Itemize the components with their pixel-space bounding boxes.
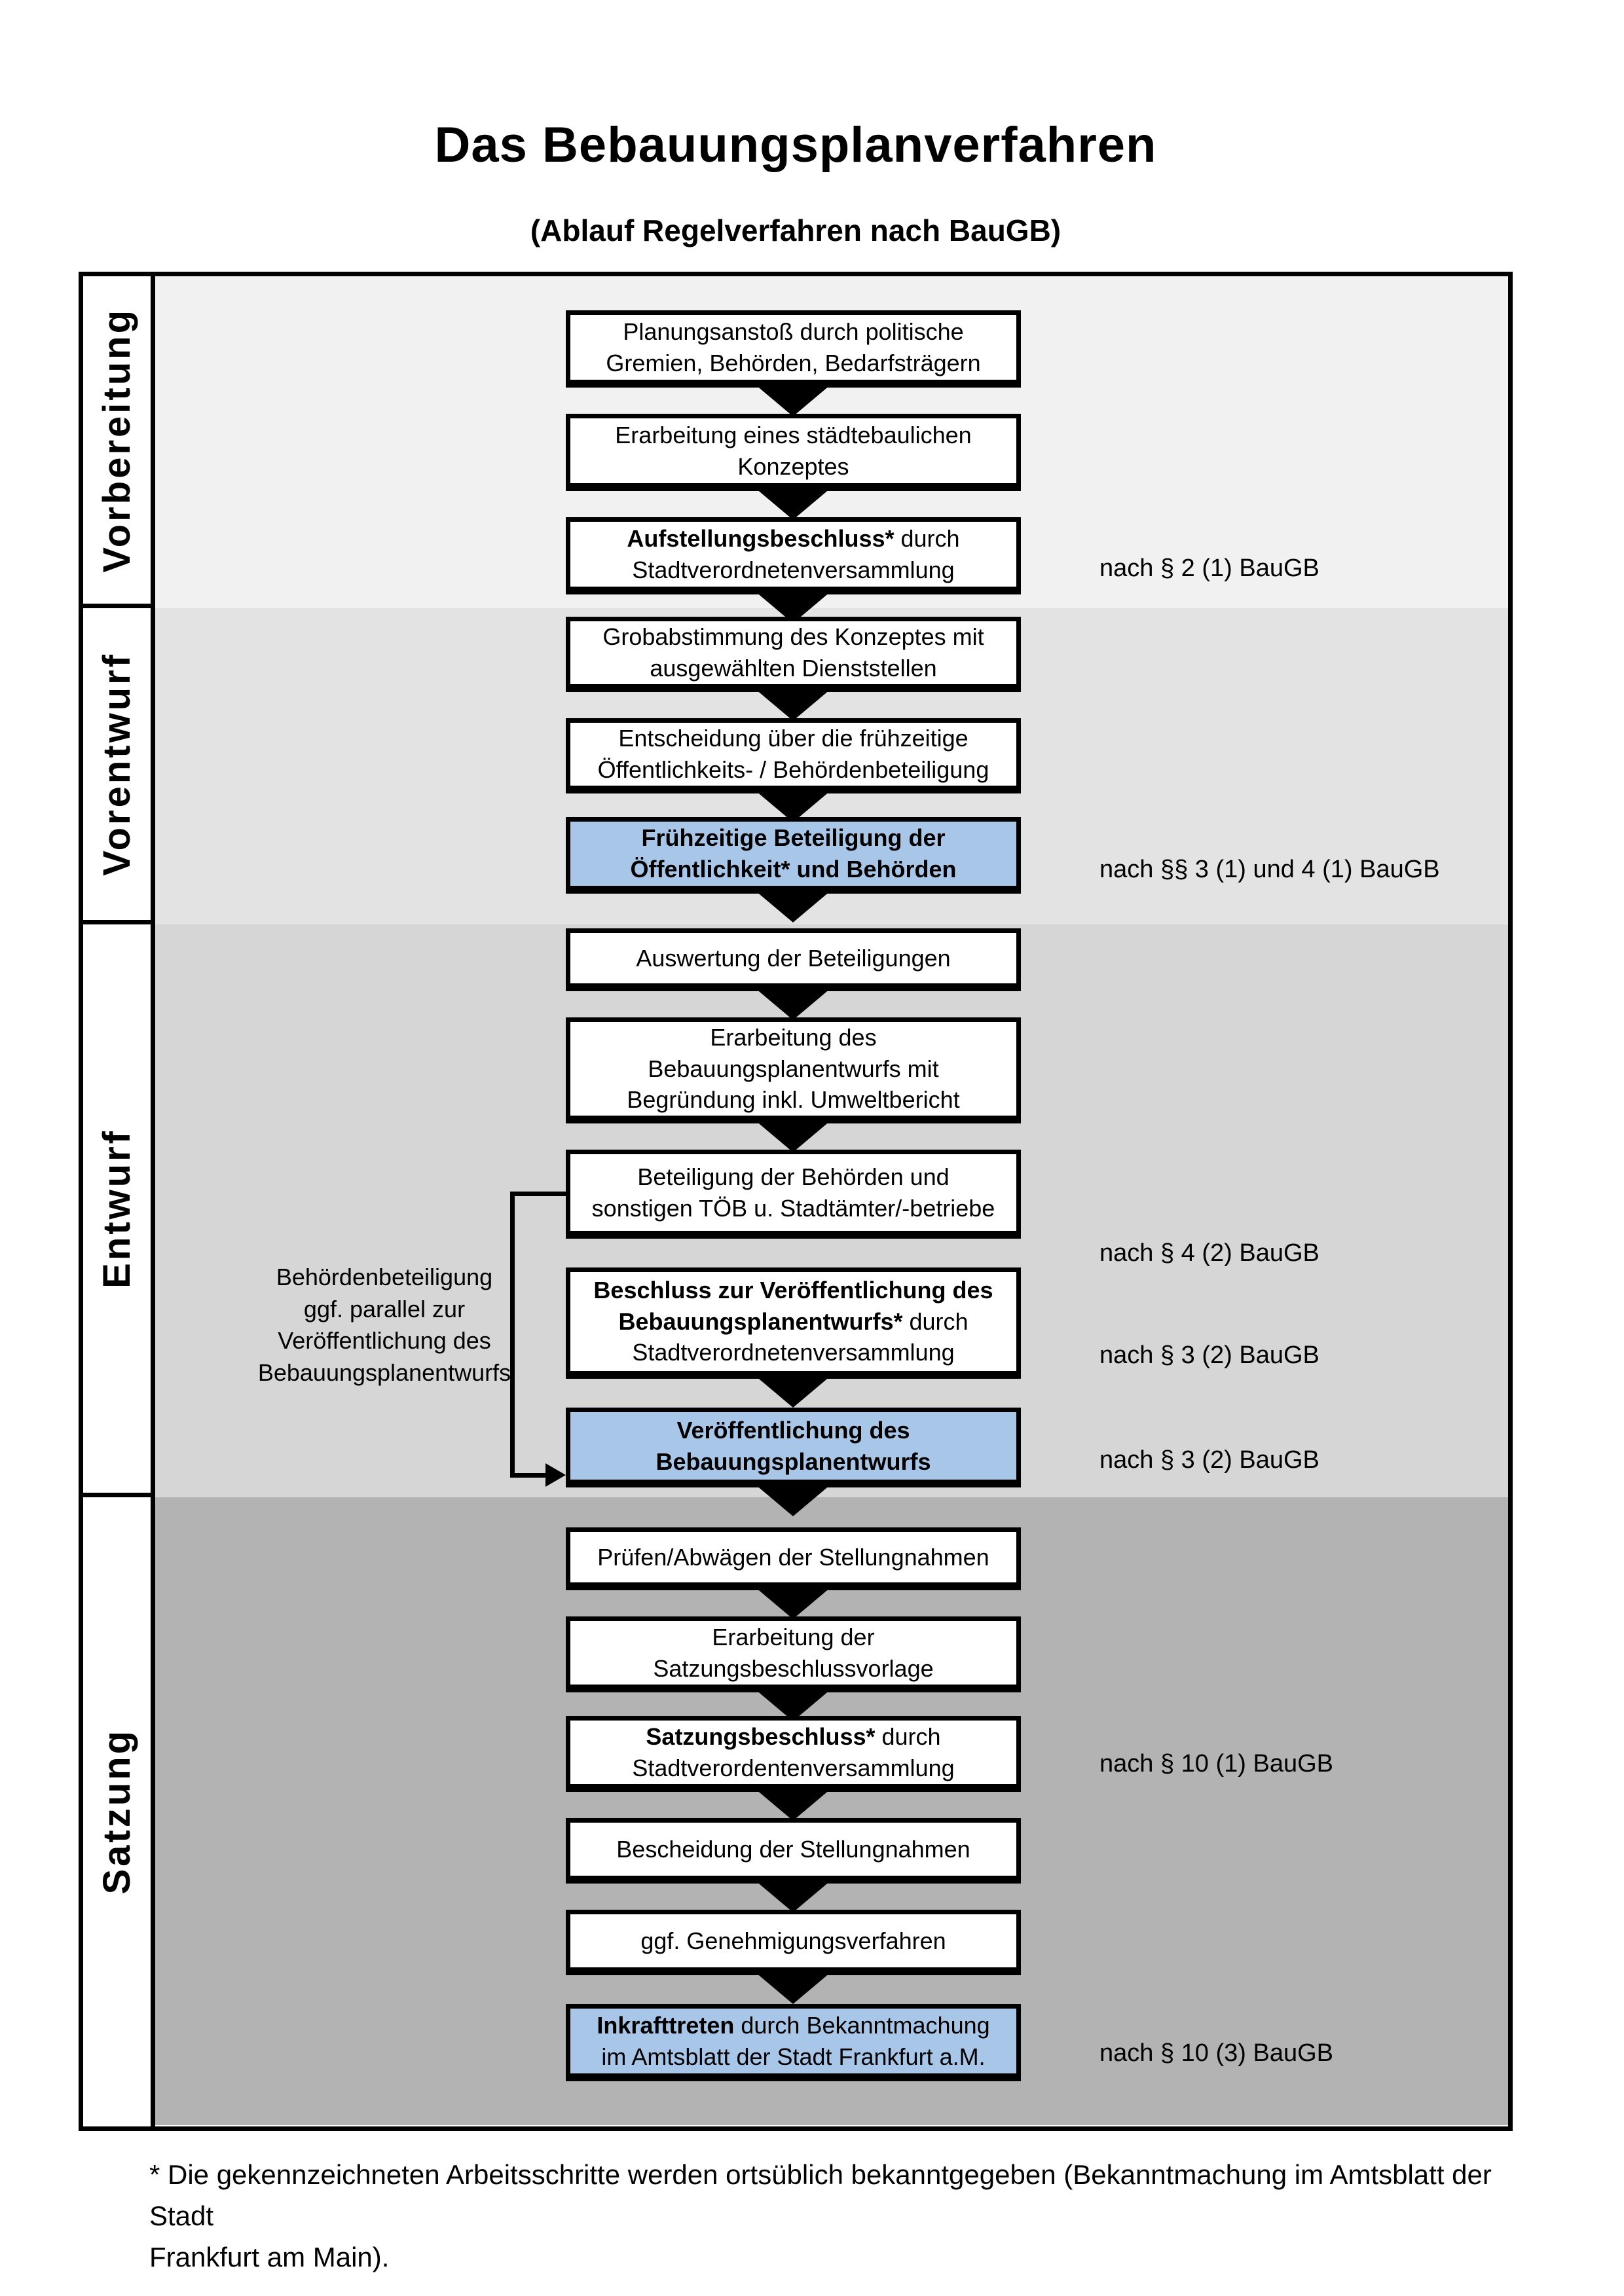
footnote: * Die gekennzeichneten Arbeitsschritte w…: [149, 2159, 1492, 2272]
flow-arrow-down: [756, 1881, 830, 1912]
step-box-staedtebauliches-konzept: Erarbeitung eines städtebaulichen Konzep…: [566, 414, 1021, 491]
step-box-pruefen-abwaegen: Prüfen/Abwägen der Stellungnahmen: [566, 1527, 1021, 1590]
phase-cell-entwurf: Entwurf: [83, 924, 151, 1497]
side-note-parallel-beteiligung: Behördenbeteiligung ggf. parallel zur Ve…: [257, 1264, 511, 1386]
step-box-beschluss-veroeffentlichung: Beschluss zur Veröffentlichung des Bebau…: [566, 1267, 1021, 1379]
phase-label-vorentwurf: Vorentwurf: [96, 652, 138, 876]
step-box-grobabstimmung: Grobabstimmung des Konzeptes mit ausgewä…: [566, 617, 1021, 692]
phase-cell-satzung: Satzung: [83, 1497, 151, 2125]
step-box-planungsanstoss: Planungsanstoß durch politische Gremien,…: [566, 310, 1021, 388]
title-text: Das Bebauungsplanverfahren: [434, 117, 1157, 173]
page-subtitle: (Ablauf Regelverfahren nach BauGB): [79, 213, 1513, 248]
diagram-frame: Vorbereitung Vorentwurf Entwurf Satzung …: [79, 272, 1513, 2131]
step-box-genehmigungsverfahren: ggf. Genehmigungsverfahren: [566, 1910, 1021, 1975]
step-box-fruehzeitige-beteiligung: Frühzeitige Beteiligung der Öffentlichke…: [566, 817, 1021, 894]
parallel-connector-vertical: [510, 1192, 515, 1478]
parallel-connector-top: [510, 1192, 566, 1196]
step-box-veroeffentlichung: Veröffentlichung des Bebauungsplanentwur…: [566, 1408, 1021, 1487]
flow-arrow-down: [756, 385, 830, 416]
legal-ref-fruehzeitige-beteiligung: nach §§ 3 (1) und 4 (1) BauGB: [1099, 856, 1440, 883]
flow-arrow-down: [756, 1973, 830, 2004]
legal-ref-aufstellungsbeschluss: nach § 2 (1) BauGB: [1099, 555, 1320, 582]
legal-ref-veroeffentlichung: nach § 3 (2) BauGB: [1099, 1446, 1320, 1474]
flow-arrow-down: [756, 1121, 830, 1152]
step-box-behoerdenbeteiligung: Beteiligung der Behörden und sonstigen T…: [566, 1150, 1021, 1239]
step-box-auswertung-beteiligungen: Auswertung der Beteiligungen: [566, 928, 1021, 991]
parallel-connector-bottom: [510, 1473, 547, 1478]
parallel-connector-arrowhead-icon: [545, 1463, 566, 1487]
phase-cell-vorbereitung: Vorbereitung: [83, 276, 151, 608]
step-box-satzungsbeschlussvorlage: Erarbeitung der Satzungsbeschlussvorlage: [566, 1616, 1021, 1692]
step-box-aufstellungsbeschluss: Aufstellungsbeschluss* durch Stadtverord…: [566, 517, 1021, 594]
phase-label-satzung: Satzung: [96, 1728, 138, 1895]
phase-label-vorbereitung: Vorbereitung: [96, 307, 138, 573]
step-box-bescheidung-stellungnahmen: Bescheidung der Stellungnahmen: [566, 1818, 1021, 1884]
legal-ref-satzungsbeschluss: nach § 10 (1) BauGB: [1099, 1750, 1333, 1777]
flow-arrow-down: [756, 689, 830, 721]
legal-ref-behoerdenbeteiligung: nach § 4 (2) BauGB: [1099, 1239, 1320, 1267]
flow-arrow-down: [756, 488, 830, 520]
flow-arrow-down: [756, 1789, 830, 1821]
flow-arrow-down: [756, 1376, 830, 1408]
flow-arrow-down: [756, 1485, 830, 1516]
phase-cell-vorentwurf: Vorentwurf: [83, 608, 151, 924]
subtitle-text: (Ablauf Regelverfahren nach BauGB): [530, 213, 1061, 247]
flow-arrow-down: [756, 989, 830, 1020]
flow-arrow-down: [756, 891, 830, 922]
flow-arrow-down: [756, 1588, 830, 1619]
phase-label-entwurf: Entwurf: [96, 1129, 138, 1288]
step-box-entscheidung-fruehzeitige-beteiligung: Entscheidung über die frühzeitige Öffent…: [566, 718, 1021, 793]
step-box-erarbeitung-bebauungsplanentwurf: Erarbeitung des Bebauungsplanentwurfs mi…: [566, 1017, 1021, 1123]
page-title: Das Bebauungsplanverfahren: [79, 117, 1513, 173]
flow-area: Planungsanstoß durch politische Gremien,…: [155, 276, 1508, 2126]
legal-ref-beschluss-veroeffentlichung: nach § 3 (2) BauGB: [1099, 1341, 1320, 1369]
step-box-satzungsbeschluss: Satzungsbeschluss* durch Stadtverordente…: [566, 1716, 1021, 1792]
legal-ref-inkrafttreten: nach § 10 (3) BauGB: [1099, 2039, 1333, 2067]
step-box-inkrafttreten: Inkrafttreten durch Bekanntmachung im Am…: [566, 2004, 1021, 2081]
phase-label-column: Vorbereitung Vorentwurf Entwurf Satzung: [83, 276, 155, 2126]
